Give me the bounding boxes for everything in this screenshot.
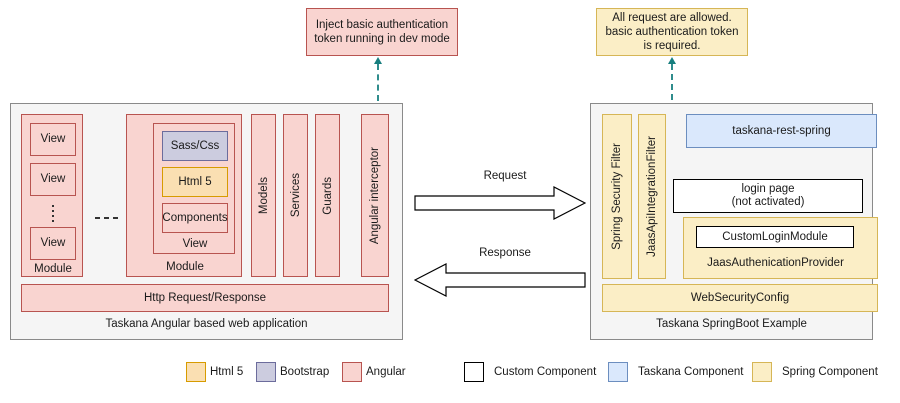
legend-item-taskana-component: Taskana Component <box>608 362 743 382</box>
view-ellipsis-icon <box>30 201 76 225</box>
http-request-response-bar: Http Request/Response <box>21 284 389 312</box>
legend-swatch-spring-component <box>752 362 772 382</box>
legend-item-html5: Html 5 <box>186 362 243 382</box>
custom-login-module-box: CustomLoginModule <box>696 226 854 248</box>
column-services: Services <box>283 114 308 277</box>
angular-panel-caption: Taskana Angular based web application <box>11 318 402 330</box>
legend-swatch-taskana-component <box>608 362 628 382</box>
jaas-api-integration-filter: JaasApiIntegrationFilter <box>638 114 666 279</box>
components-label: Components <box>162 211 228 224</box>
legend-item-bootstrap: Bootstrap <box>256 362 329 382</box>
legend-swatch-angular <box>342 362 362 382</box>
module-simple-label: Module <box>22 261 84 277</box>
login-page-line2: (not activated) <box>731 196 805 208</box>
sass-css-box: Sass/Css <box>162 131 228 161</box>
taskana-rest-spring-label: taskana-rest-spring <box>732 124 831 137</box>
module-simple: View View View Module <box>21 114 83 277</box>
column-angular-interceptor: Angular interceptor <box>361 114 389 277</box>
html5-label: Html 5 <box>178 175 212 188</box>
jaas-authentication-provider: CustomLoginModule JaasAuthenicationProvi… <box>683 217 878 279</box>
springboot-panel-caption-text: Taskana SpringBoot Example <box>656 318 807 330</box>
response-arrow <box>414 263 586 297</box>
connector-spring-arrowhead <box>668 57 676 64</box>
module-detailed-label: Module <box>127 259 243 275</box>
components-box: Components <box>162 203 228 233</box>
legend-swatch-bootstrap <box>256 362 276 382</box>
login-page-line1: login page <box>741 183 795 195</box>
sass-css-label: Sass/Css <box>170 139 220 152</box>
column-models: Models <box>251 114 276 277</box>
connector-angular-arrowhead <box>374 57 382 64</box>
legend-label-bootstrap: Bootstrap <box>280 366 330 378</box>
view-label: View <box>40 133 66 145</box>
legend-item-angular: Angular <box>342 362 406 382</box>
view-container-label: View <box>154 236 236 253</box>
angular-application-panel: View View View Module Sass/Css Html 5 Co… <box>10 103 403 340</box>
callout-spring-note-text: All request are allowed. basic authentic… <box>605 12 739 52</box>
view-container: Sass/Css Html 5 Components View <box>153 123 235 254</box>
view-box: View <box>30 163 76 196</box>
response-arrow-label: Response <box>430 247 580 259</box>
view-label: View <box>40 173 66 185</box>
module-separator-ellipsis-icon <box>91 212 121 224</box>
callout-spring-note: All request are allowed. basic authentic… <box>596 8 748 56</box>
module-label-text: Module <box>34 262 72 275</box>
custom-login-module-label: CustomLoginModule <box>722 230 828 243</box>
response-arrow-label-text: Response <box>479 247 531 259</box>
callout-angular-note-text: Inject basic authentication token runnin… <box>314 19 450 45</box>
column-angular-interceptor-label: Angular interceptor <box>369 146 381 245</box>
taskana-rest-spring-box: taskana-rest-spring <box>686 114 877 148</box>
jaas-api-integration-filter-label: JaasApiIntegrationFilter <box>646 136 658 257</box>
jaas-authentication-provider-label: JaasAuthenicationProvider <box>684 252 867 274</box>
spring-security-filter-label: Spring Security Filter <box>611 143 623 250</box>
angular-panel-caption-text: Taskana Angular based web application <box>105 318 308 330</box>
view-label: View <box>40 237 66 249</box>
view-box: View <box>30 123 76 156</box>
module-label-text: Module <box>166 260 204 273</box>
connector-angular-dashed-line <box>377 64 379 132</box>
springboot-panel-caption: Taskana SpringBoot Example <box>591 318 872 330</box>
legend-item-spring-component: Spring Component <box>752 362 878 382</box>
view-box: View <box>30 227 76 260</box>
jaas-authentication-provider-label-text: JaasAuthenicationProvider <box>707 256 844 269</box>
column-guards: Guards <box>315 114 340 277</box>
legend-label-angular: Angular <box>366 366 406 378</box>
legend-label-html5: Html 5 <box>210 366 244 378</box>
login-page-box: login page (not activated) <box>673 179 863 213</box>
html5-box: Html 5 <box>162 167 228 197</box>
request-arrow <box>414 186 586 220</box>
web-security-config-label: WebSecurityConfig <box>690 291 790 304</box>
request-arrow-label: Request <box>430 170 580 182</box>
callout-angular-note: Inject basic authentication token runnin… <box>306 8 458 56</box>
column-services-label: Services <box>289 173 302 218</box>
legend-item-custom-component: Custom Component <box>464 362 596 382</box>
request-arrow-label-text: Request <box>483 170 527 182</box>
column-guards-label: Guards <box>321 176 334 215</box>
springboot-example-panel: Spring Security Filter JaasApiIntegratio… <box>590 103 878 340</box>
legend-label-spring-component: Spring Component <box>782 366 878 378</box>
module-detailed: Sass/Css Html 5 Components View Module <box>126 114 242 277</box>
spring-security-filter: Spring Security Filter <box>602 114 632 279</box>
legend-label-custom-component: Custom Component <box>494 366 597 378</box>
legend-label-taskana-component: Taskana Component <box>638 366 744 378</box>
legend-swatch-html5 <box>186 362 206 382</box>
legend-swatch-custom-component <box>464 362 484 382</box>
web-security-config-box: WebSecurityConfig <box>602 284 878 312</box>
view-container-label-text: View <box>182 238 208 250</box>
http-request-response-label: Http Request/Response <box>143 291 267 304</box>
column-models-label: Models <box>257 176 270 215</box>
